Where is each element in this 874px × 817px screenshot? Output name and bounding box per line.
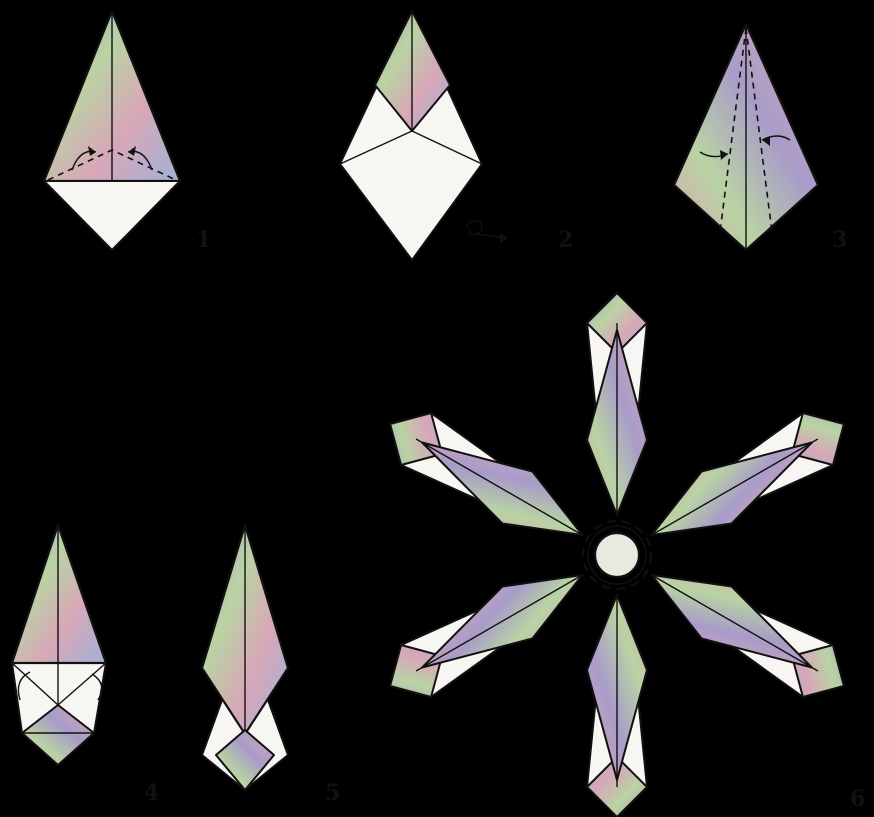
step-6-label: 6 [850, 786, 865, 812]
step-3-label: 3 [832, 227, 847, 253]
step-2-label: 2 [558, 227, 573, 253]
step-4-label: 4 [144, 780, 159, 806]
star-center [595, 533, 639, 577]
step-5-label: 5 [325, 780, 340, 806]
step-1-label: 1 [196, 227, 211, 253]
